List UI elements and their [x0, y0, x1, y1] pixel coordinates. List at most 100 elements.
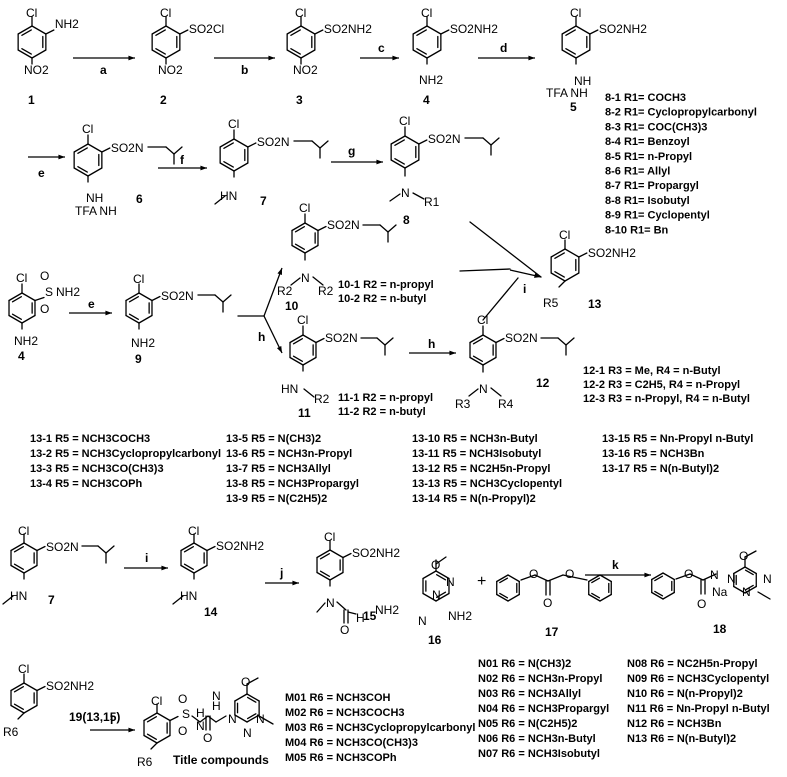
scheme-label: N — [763, 572, 772, 586]
bond-line — [128, 313, 140, 320]
bond-line — [21, 47, 32, 55]
series-12-item: 12-2 R3 = C2H5, R4 = n-Propyl — [583, 379, 740, 391]
r-group-label: R4 — [498, 397, 514, 411]
series-8-item: 8-2 R1= Cyclopropylcarbonyl — [605, 107, 757, 119]
bond-line — [214, 195, 226, 205]
reagent-label: e — [38, 166, 45, 180]
scheme-label: NH2 — [375, 603, 399, 617]
bond-line — [588, 593, 601, 602]
compound-number: 4 — [18, 349, 25, 363]
bond-line — [591, 592, 601, 599]
bond-line — [565, 337, 575, 346]
bond-line — [13, 546, 25, 553]
bond-line — [316, 571, 331, 581]
compound-number: 6 — [136, 192, 143, 206]
bond-layer — [2, 16, 771, 750]
bond-line — [404, 159, 420, 169]
bond-line — [482, 356, 497, 366]
label-layer: ClNH2NO21aClSO2ClNO22bClSO2NH2NO23cClSO2… — [3, 6, 772, 769]
bond-line — [151, 49, 167, 59]
r-group-label: R2 — [318, 284, 334, 298]
scheme-label: Cl — [297, 313, 308, 327]
arrow-head — [128, 727, 135, 733]
bond-line — [191, 715, 201, 723]
arrow-head — [276, 346, 282, 353]
bond-line — [233, 162, 249, 172]
scheme-label: HN — [10, 589, 27, 603]
scheme-label: N — [742, 585, 751, 599]
bond-line — [169, 715, 179, 722]
bond-line — [2, 595, 14, 605]
bond-line — [347, 611, 357, 615]
bond-line — [561, 49, 577, 59]
bond-line — [675, 573, 691, 580]
bond-line — [757, 591, 771, 600]
bond-line — [289, 334, 304, 344]
arrow-head — [534, 273, 541, 278]
bond-line — [651, 572, 664, 581]
bond-line — [472, 338, 484, 345]
compound-number: 12 — [536, 376, 550, 390]
scheme-label: S — [45, 285, 53, 299]
bond-line — [291, 244, 306, 254]
scheme-label: N — [228, 712, 237, 726]
bond-line — [588, 574, 601, 583]
bond-line — [10, 542, 25, 552]
series-N-item: N08 R6 = NC2H5n-Propyl — [627, 658, 758, 670]
series-13-item: 13-14 R5 = N(n-Propyl)2 — [412, 493, 536, 505]
bond-line — [317, 225, 327, 232]
compound-number: 5 — [570, 100, 577, 114]
series-11-item: 11-2 R2 = n-butyl — [338, 406, 426, 418]
compound-number: 9 — [135, 352, 142, 366]
bond-line — [23, 564, 38, 574]
series-N-item: N04 R6 = NCH3Propargyl — [478, 703, 609, 715]
series-M-item: M02 R6 = NCH3COCH3 — [285, 707, 405, 719]
title-compounds-label: Title compounds — [173, 753, 269, 767]
scheme-label: HN — [180, 589, 197, 603]
bond-line — [247, 142, 257, 148]
scheme-label: SO2NH2 — [216, 539, 264, 553]
compound-number: 2 — [160, 93, 167, 107]
reagent-label: d — [500, 41, 507, 55]
bond-line — [390, 135, 406, 145]
series-13-item: 13-6 R5 = NCH3n-Propyl — [226, 448, 352, 460]
series-8-item: 8-4 R1= Benzoyl — [605, 136, 690, 148]
compound-number: 17 — [545, 625, 559, 639]
bond-line — [499, 577, 509, 584]
bond-line — [150, 742, 158, 750]
bond-line — [733, 566, 746, 575]
compound-number: 11 — [298, 406, 311, 420]
series-13-item: 13-11 R5 = NCH3Isobutyl — [412, 448, 541, 460]
bond-line — [222, 294, 232, 303]
bond-line — [219, 162, 235, 172]
series-N-item: N12 R6 = NCH3Bn — [627, 718, 722, 730]
bond-line — [290, 47, 301, 55]
scheme-label: O — [40, 269, 49, 283]
bond-line — [599, 593, 612, 602]
scheme-label: O — [178, 724, 187, 738]
compound-number: 4 — [423, 93, 430, 107]
bond-line — [77, 165, 88, 173]
compound-number: 13 — [588, 297, 602, 311]
bond-line — [507, 593, 520, 602]
bond-line — [294, 226, 306, 233]
scheme-label: SO2N — [111, 141, 144, 155]
reagent-label: k — [612, 558, 619, 572]
bond-line — [384, 337, 394, 346]
scheme-label: N — [256, 712, 265, 726]
bond-line — [564, 272, 580, 282]
bond-line — [435, 556, 447, 565]
bond-line — [416, 47, 427, 55]
bond-line — [31, 49, 47, 59]
series-8-item: 8-8 R1= Isobutyl — [605, 195, 690, 207]
series-N-item: N09 R6 = NCH3Cyclopentyl — [627, 673, 769, 685]
series-N-item: N01 R6 = N(CH3)2 — [478, 658, 571, 670]
reagent-label: b — [241, 63, 248, 77]
scheme-label: H — [196, 706, 205, 720]
bond-line — [125, 292, 140, 302]
scheme-label: O — [543, 596, 552, 610]
reagent-label: a — [100, 63, 107, 77]
series-M-item: M01 R6 = NCH3COH — [285, 692, 391, 704]
bond-line — [733, 585, 746, 594]
bond-line — [300, 49, 316, 59]
